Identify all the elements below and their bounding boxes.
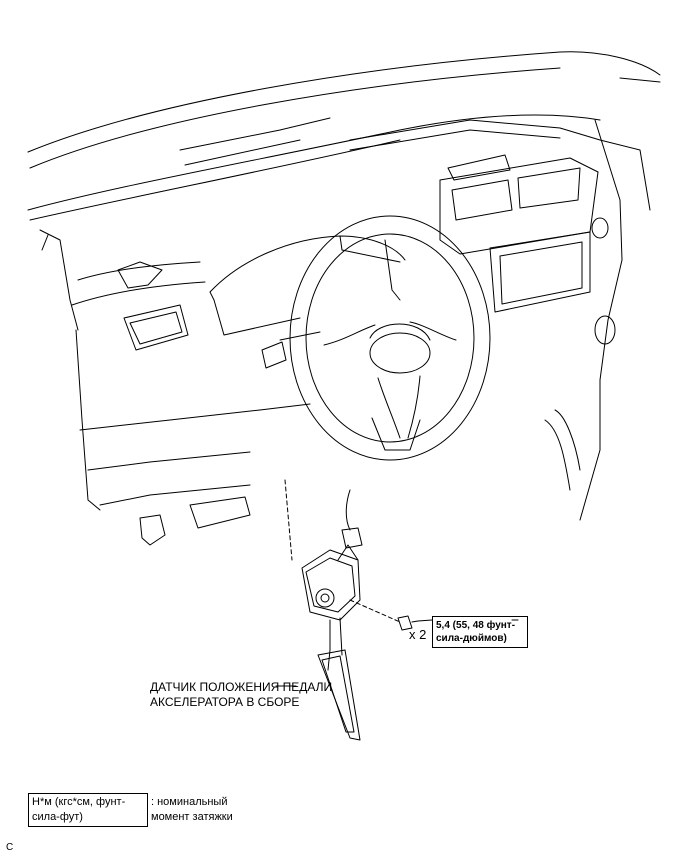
torque-callout-box: 5,4 (55, 48 фунт- сила-дюймов) bbox=[432, 616, 528, 648]
legend-desc-line2: момент затяжки bbox=[151, 811, 233, 823]
figure-code: C bbox=[6, 842, 14, 853]
steering-wheel-icon bbox=[262, 216, 490, 460]
windshield-edge bbox=[28, 52, 660, 168]
legend-unit-line1: Н*м (кгс*см, фунт- bbox=[32, 796, 126, 808]
center-console bbox=[440, 155, 615, 490]
legend-description: : номинальный момент затяжки bbox=[151, 795, 233, 825]
accelerator-pedal-icon bbox=[302, 545, 360, 740]
bolt-icon bbox=[398, 616, 432, 630]
torque-value-line2: сила-дюймов) bbox=[436, 633, 507, 644]
torque-value-line1: 5,4 (55, 48 фунт- bbox=[436, 620, 516, 631]
part-label-line1: ДАТЧИК ПОЛОЖЕНИЯ ПЕДАЛИ bbox=[150, 680, 333, 694]
leader-lines bbox=[285, 480, 518, 622]
part-label-line2: АКСЕЛЕРАТОРА В СБОРЕ bbox=[150, 695, 300, 709]
dashboard-outline bbox=[28, 115, 650, 520]
legend-unit-line2: сила-фут) bbox=[32, 811, 83, 823]
legend-desc-line1: : номинальный bbox=[151, 796, 228, 808]
left-air-vent bbox=[118, 262, 188, 350]
part-label: ДАТЧИК ПОЛОЖЕНИЯ ПЕДАЛИ АКСЕЛЕРАТОРА В С… bbox=[150, 680, 332, 710]
lower-dashboard bbox=[76, 330, 310, 545]
bolt-quantity: x 2 bbox=[409, 627, 427, 642]
legend-unit-box: Н*м (кгс*см, фунт- сила-фут) bbox=[28, 793, 148, 827]
connector-icon bbox=[342, 490, 362, 548]
instrument-cluster-hood bbox=[210, 236, 405, 335]
